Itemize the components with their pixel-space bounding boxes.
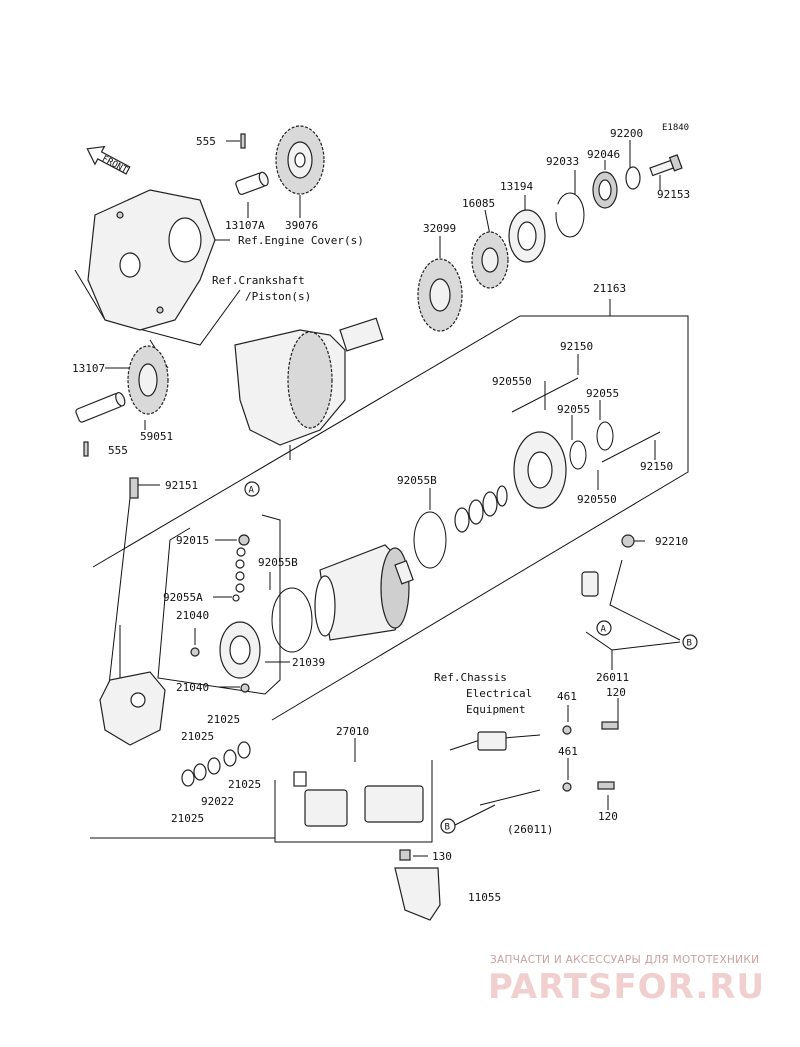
label-39076: 39076 xyxy=(285,219,318,232)
frame-lines xyxy=(74,269,689,843)
bolt-92150-right xyxy=(601,431,661,463)
starter-end-cover xyxy=(513,431,567,509)
pin-555-bottom xyxy=(83,441,89,457)
watermark-logo: PARTSFOR.RU xyxy=(488,967,765,1007)
label-120-bottom: 120 xyxy=(598,810,618,823)
watermark-tagline: ЗАПЧАСТИ И АКСЕССУАРЫ ДЛЯ МОТОТЕХНИКИ xyxy=(490,954,759,966)
label-21025-c: 21025 xyxy=(228,778,261,791)
o-ring-92055-a xyxy=(569,440,587,470)
sleeve-13107A xyxy=(235,171,269,195)
label-26011-paren: (26011) xyxy=(507,823,553,836)
label-92015: 92015 xyxy=(176,534,209,547)
front-arrow-label: FRONT xyxy=(100,154,129,176)
nut-92015 xyxy=(238,534,250,546)
gear-16085 xyxy=(471,231,509,289)
bearing-92046 xyxy=(592,171,618,209)
label-461-top: 461 xyxy=(557,690,577,703)
label-21039: 21039 xyxy=(292,656,325,669)
callout-A-top: A xyxy=(249,486,255,496)
label-21025-b: 21025 xyxy=(181,730,214,743)
ref-crankshaft-line1: Ref.Crankshaft xyxy=(212,274,305,287)
label-92055B-top: 92055B xyxy=(397,474,437,487)
bracket-11055 xyxy=(394,867,441,921)
label-21040-top: 21040 xyxy=(176,609,209,622)
front-arrow-icon: FRONT xyxy=(86,145,131,176)
label-920550-mid: 920550 xyxy=(577,493,617,506)
label-920550-top: 920550 xyxy=(492,375,532,388)
label-11055: 11055 xyxy=(468,891,501,904)
label-92033: 92033 xyxy=(546,155,579,168)
label-16085: 16085 xyxy=(462,197,495,210)
label-21163: 21163 xyxy=(593,282,626,295)
label-120-top: 120 xyxy=(606,686,626,699)
callout-B-bottom: B xyxy=(445,823,450,833)
brush-21040-bottom xyxy=(240,683,250,693)
label-461-bottom: 461 xyxy=(558,745,578,758)
brush-plate-21039 xyxy=(219,621,261,679)
label-92153: 92153 xyxy=(657,188,690,201)
label-92055-b: 92055 xyxy=(586,387,619,400)
label-13194: 13194 xyxy=(500,180,533,193)
label-92150-right: 92150 xyxy=(640,460,673,473)
callout-A-right: A xyxy=(601,625,607,635)
label-32099: 32099 xyxy=(423,222,456,235)
ref-crankshaft-line2: /Piston(s) xyxy=(245,290,311,303)
part-labels: E1840 555 13107A 39076 Ref.Engine Cover(… xyxy=(72,123,690,904)
crankshaft xyxy=(234,317,384,460)
starter-housing-lower xyxy=(99,671,166,746)
bolt-130 xyxy=(399,849,411,861)
nut-92210 xyxy=(621,534,635,548)
circlip-92033 xyxy=(555,192,585,238)
bolt-92151 xyxy=(129,477,139,499)
bolt-92150-top xyxy=(511,377,579,413)
label-92150-top: 92150 xyxy=(560,340,593,353)
label-555-top: 555 xyxy=(196,135,216,148)
label-92055B-mid: 92055B xyxy=(258,556,298,569)
ref-chassis-line3: Equipment xyxy=(466,703,526,716)
ref-chassis-line1: Ref.Chassis xyxy=(434,671,507,684)
label-130: 130 xyxy=(432,850,452,863)
label-92055A: 92055A xyxy=(163,591,203,604)
label-555-bottom: 555 xyxy=(108,444,128,457)
ref-engine-cover: Ref.Engine Cover(s) xyxy=(238,234,364,247)
label-21040-bottom: 21040 xyxy=(176,681,209,694)
clutch-13194 xyxy=(508,209,546,263)
label-27010: 27010 xyxy=(336,725,369,738)
label-92022: 92022 xyxy=(201,795,234,808)
o-ring-92055A xyxy=(232,594,240,602)
ref-chassis-line2: Electrical xyxy=(466,687,532,700)
gear-32099 xyxy=(417,258,463,332)
label-92210: 92210 xyxy=(655,535,688,548)
label-92055-a: 92055 xyxy=(557,403,590,416)
parts-art: FRONT xyxy=(75,125,683,921)
callouts: A A B B xyxy=(244,481,698,834)
label-21025-d: 21025 xyxy=(171,812,204,825)
bolt-92153 xyxy=(649,154,683,177)
pin-555-top xyxy=(240,133,246,149)
o-ring-92055B-top xyxy=(413,511,447,569)
starter-motor-body xyxy=(314,544,414,641)
gear-59051 xyxy=(127,345,169,415)
o-ring-92055B-mid xyxy=(271,587,313,653)
watermark: ЗАПЧАСТИ И АКСЕССУАРЫ ДЛЯ МОТОТЕХНИКИ PA… xyxy=(488,954,765,1007)
engine-cover xyxy=(87,189,216,331)
o-ring-92055-b xyxy=(596,421,614,451)
diagram-code: E1840 xyxy=(662,123,689,133)
label-21025-a: 21025 xyxy=(207,713,240,726)
label-92046: 92046 xyxy=(587,148,620,161)
label-92151: 92151 xyxy=(165,479,198,492)
washer-92200 xyxy=(625,166,641,190)
label-13107: 13107 xyxy=(72,362,105,375)
brush-21040-top xyxy=(190,647,200,657)
label-92200: 92200 xyxy=(610,127,643,140)
label-26011: 26011 xyxy=(596,671,629,684)
gear-39076 xyxy=(275,125,325,195)
label-13107A: 13107A xyxy=(225,219,265,232)
relay-27010 xyxy=(304,785,424,827)
label-59051: 59051 xyxy=(140,430,173,443)
callout-B-right: B xyxy=(687,639,692,649)
cable-26011 xyxy=(609,559,681,641)
sleeve-13107 xyxy=(75,391,126,423)
